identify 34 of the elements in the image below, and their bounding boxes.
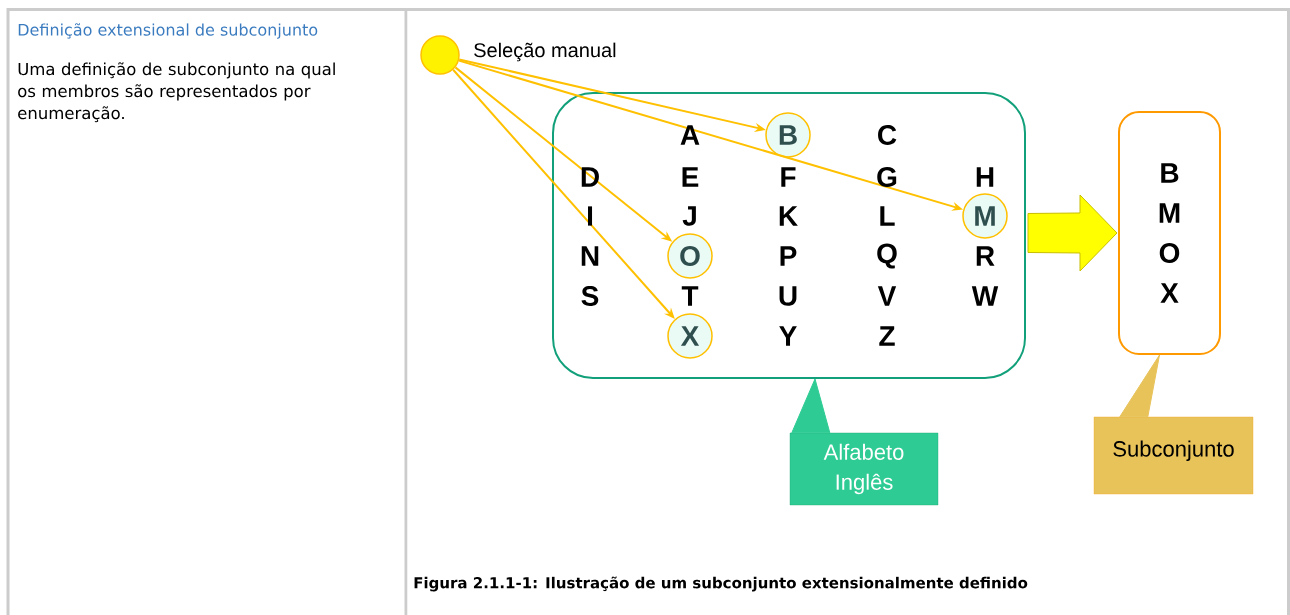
set-box [552,92,1026,379]
letter: P [780,246,797,266]
subset-box: B M O X [1118,111,1221,355]
letter: F [781,167,796,187]
letter: K [779,206,798,226]
letter: E [682,167,699,187]
letter: S [581,286,599,306]
node-caption: Seleção manual [474,42,616,62]
letter: I [588,206,593,226]
circled-letter: B [765,112,811,158]
description: Uma definição de subconjunto na qual os membros são representados por enumeração. [18,62,335,123]
letter: A [680,125,700,145]
letter: N [581,246,599,266]
letter: W [971,286,999,306]
letter: Q [877,243,897,269]
letter: T [681,286,699,306]
circle-marker [420,35,460,75]
arrow [452,68,675,319]
letter: C [878,125,897,145]
caption: Figura 2.1.1-1: Ilustração de um subconjunto extensionalmente definido [414,576,1028,592]
callout-pointer [791,378,831,434]
circled-letter: M [962,193,1008,239]
callout-pointer [1119,354,1160,418]
letter: G [877,167,897,187]
heading: Definição extensional de subconjunto [18,23,318,39]
letter: Y [779,326,797,346]
letter: U [779,286,797,306]
letter: Z [879,326,895,346]
circled-letter: X [667,313,713,359]
circled-letter: O [667,233,713,279]
letter: J [682,206,696,226]
letter: L [880,206,895,226]
block-arrow [1027,194,1118,272]
letter: V [877,286,897,306]
